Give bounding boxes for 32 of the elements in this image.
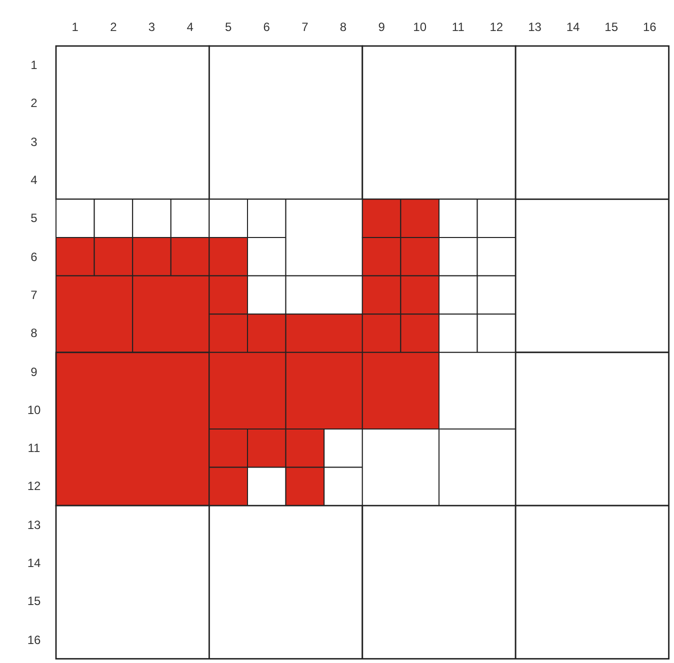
row-number: 16 bbox=[26, 632, 42, 647]
column-number: 7 bbox=[300, 20, 310, 34]
column-number: 16 bbox=[642, 20, 658, 34]
row-number: 1 bbox=[30, 58, 38, 72]
column-number: 5 bbox=[224, 20, 233, 34]
row-number: 13 bbox=[26, 518, 42, 532]
row-number: 8 bbox=[30, 326, 38, 340]
row-number: 14 bbox=[26, 556, 42, 570]
row-number: 12 bbox=[26, 479, 42, 494]
column-number: 13 bbox=[527, 20, 542, 34]
row-number: 2 bbox=[30, 96, 38, 110]
row-number: 11 bbox=[26, 441, 42, 456]
row-number: 3 bbox=[30, 134, 38, 149]
row-number: 4 bbox=[30, 173, 38, 188]
row-number: 5 bbox=[30, 211, 38, 226]
column-number: 4 bbox=[186, 20, 194, 34]
column-number: 15 bbox=[604, 20, 620, 34]
column-number: 6 bbox=[262, 20, 271, 34]
column-number: 1 bbox=[70, 20, 80, 34]
column-number: 14 bbox=[565, 20, 581, 34]
column-number: 9 bbox=[377, 20, 386, 34]
row-number: 15 bbox=[26, 594, 42, 608]
column-number: 11 bbox=[450, 20, 466, 34]
row-number: 9 bbox=[30, 364, 38, 379]
column-number: 8 bbox=[338, 20, 348, 34]
row-number: 7 bbox=[30, 288, 38, 302]
column-number: 3 bbox=[147, 20, 156, 34]
row-number: 10 bbox=[26, 402, 42, 417]
column-number: 2 bbox=[109, 20, 118, 34]
column-number: 10 bbox=[412, 20, 428, 34]
row-number: 6 bbox=[30, 250, 38, 264]
column-number: 12 bbox=[488, 20, 504, 34]
